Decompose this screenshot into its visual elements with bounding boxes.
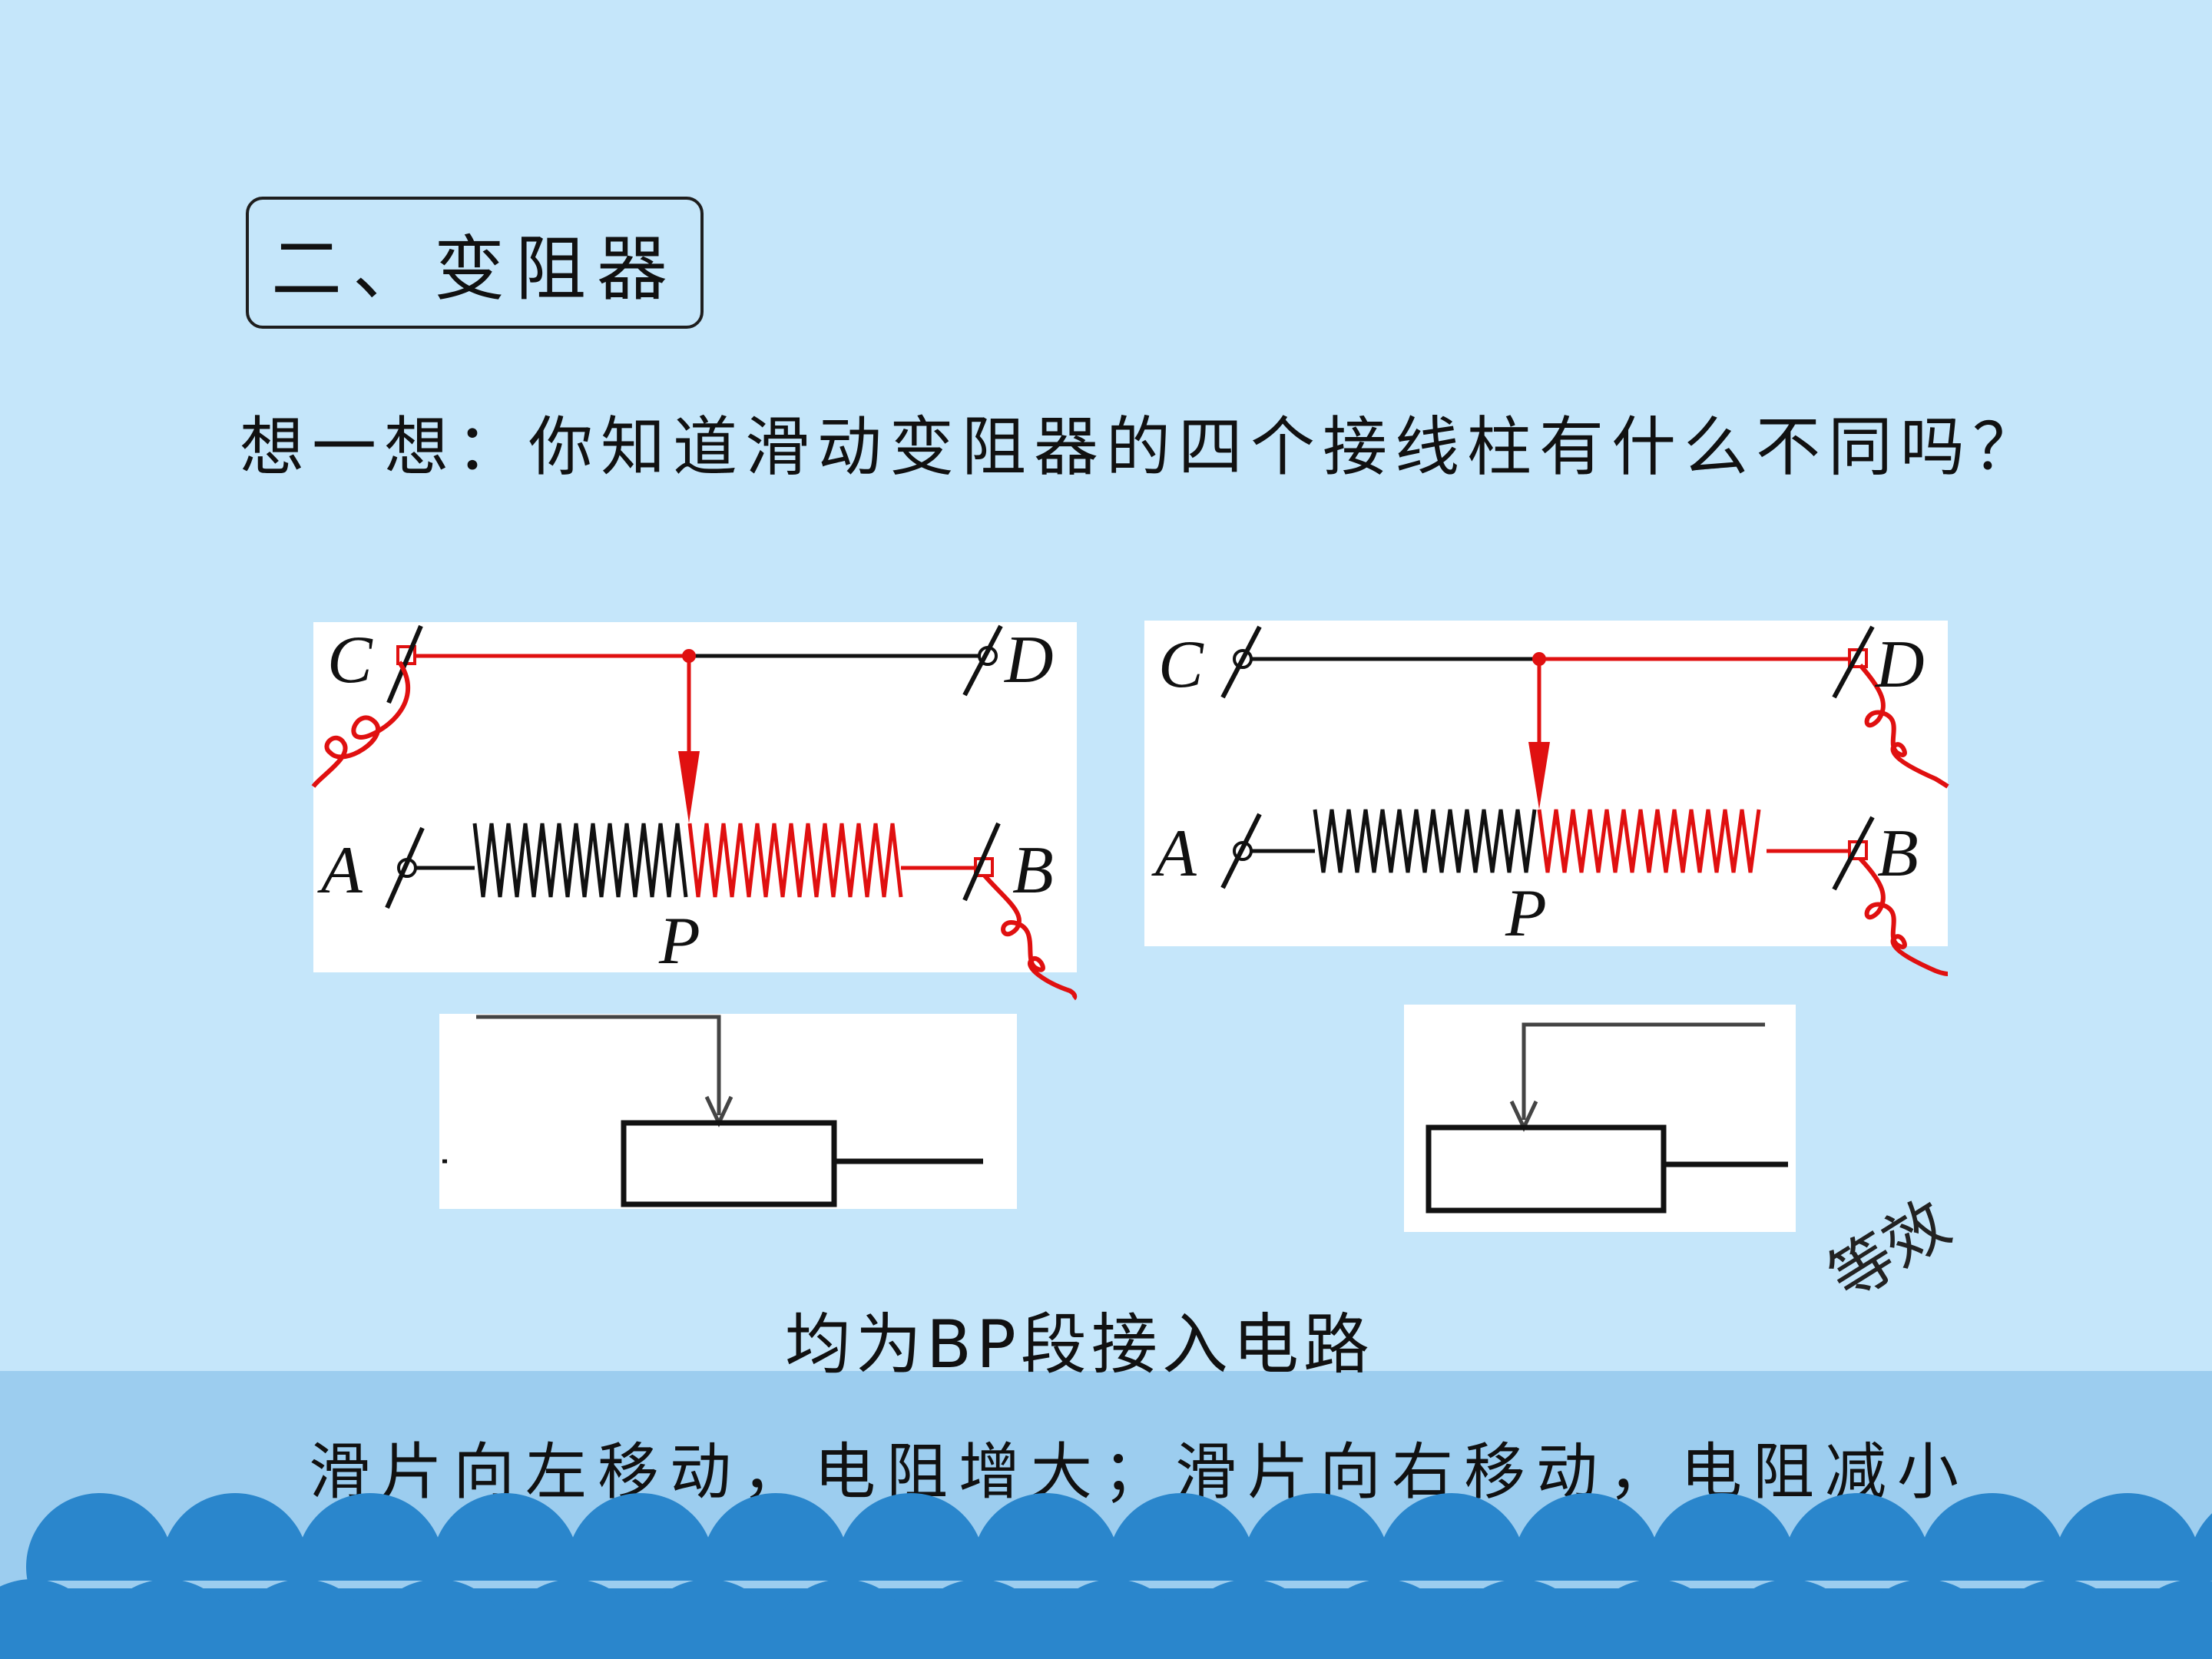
terminal-label-a: A [1151,816,1197,891]
wave-circle [1310,1579,1458,1659]
wave-circle [1040,1579,1187,1659]
terminal-label-d: D [1004,623,1054,697]
wave-circle [770,1579,917,1659]
conclusion-text: 滑片向左移动，电阻增大；滑片向右移动，电阻减小 [309,1436,1969,1508]
rheostat-right-svg: C D A B P [1151,625,1949,976]
wave-circle [1851,1579,1998,1659]
curly-lead-b [982,874,1078,1001]
handwritten-note: 等效 [1816,1187,1963,1316]
wave-circle [634,1579,782,1659]
wave-circle [1716,1579,1863,1659]
rheostat-diagram-right: C D A B P [1144,621,1949,976]
decorative-waves [0,1493,2212,1659]
terminal-label-d: D [1875,628,1925,702]
slider-label-p: P [1505,876,1547,951]
rheostat-left-svg: C D A B P [311,623,1078,1001]
wave-circle [364,1579,512,1659]
terminal-label-a: A [317,833,363,908]
wave-circle [1986,1579,2134,1659]
wave-circle [1175,1579,1323,1659]
section-title-box: 二、变阻器 [246,197,704,329]
terminal-label-b: B [1877,816,1919,891]
wave-circle [905,1579,1052,1659]
wave-circle [1581,1579,1728,1659]
curly-lead-d [1858,664,1949,789]
wave-circle [499,1579,647,1659]
wave-circle [1445,1579,1593,1659]
rheostat-diagram-left: C D A B P [311,622,1078,1001]
wave-circle [229,1579,376,1659]
rheostat-symbol-left [439,1014,1017,1209]
connection-caption: 均为BP段接入电路 [785,1306,1374,1383]
slider-label-p: P [658,904,700,979]
question-text: 想一想：你知道滑动变阻器的四个接线柱有什么不同吗？ [240,409,2045,485]
rheostat-symbol-right [1404,1005,1796,1232]
section-title: 二、变阻器 [270,227,678,310]
wave-circle [94,1579,241,1659]
wave-circle [0,1579,106,1659]
terminal-label-b: B [1012,833,1054,908]
wave-circle [2121,1579,2212,1659]
terminal-label-c: C [327,623,373,697]
curly-lead-b-right [1858,856,1949,976]
terminal-label-c: C [1158,628,1204,702]
curly-lead-c [311,661,411,788]
